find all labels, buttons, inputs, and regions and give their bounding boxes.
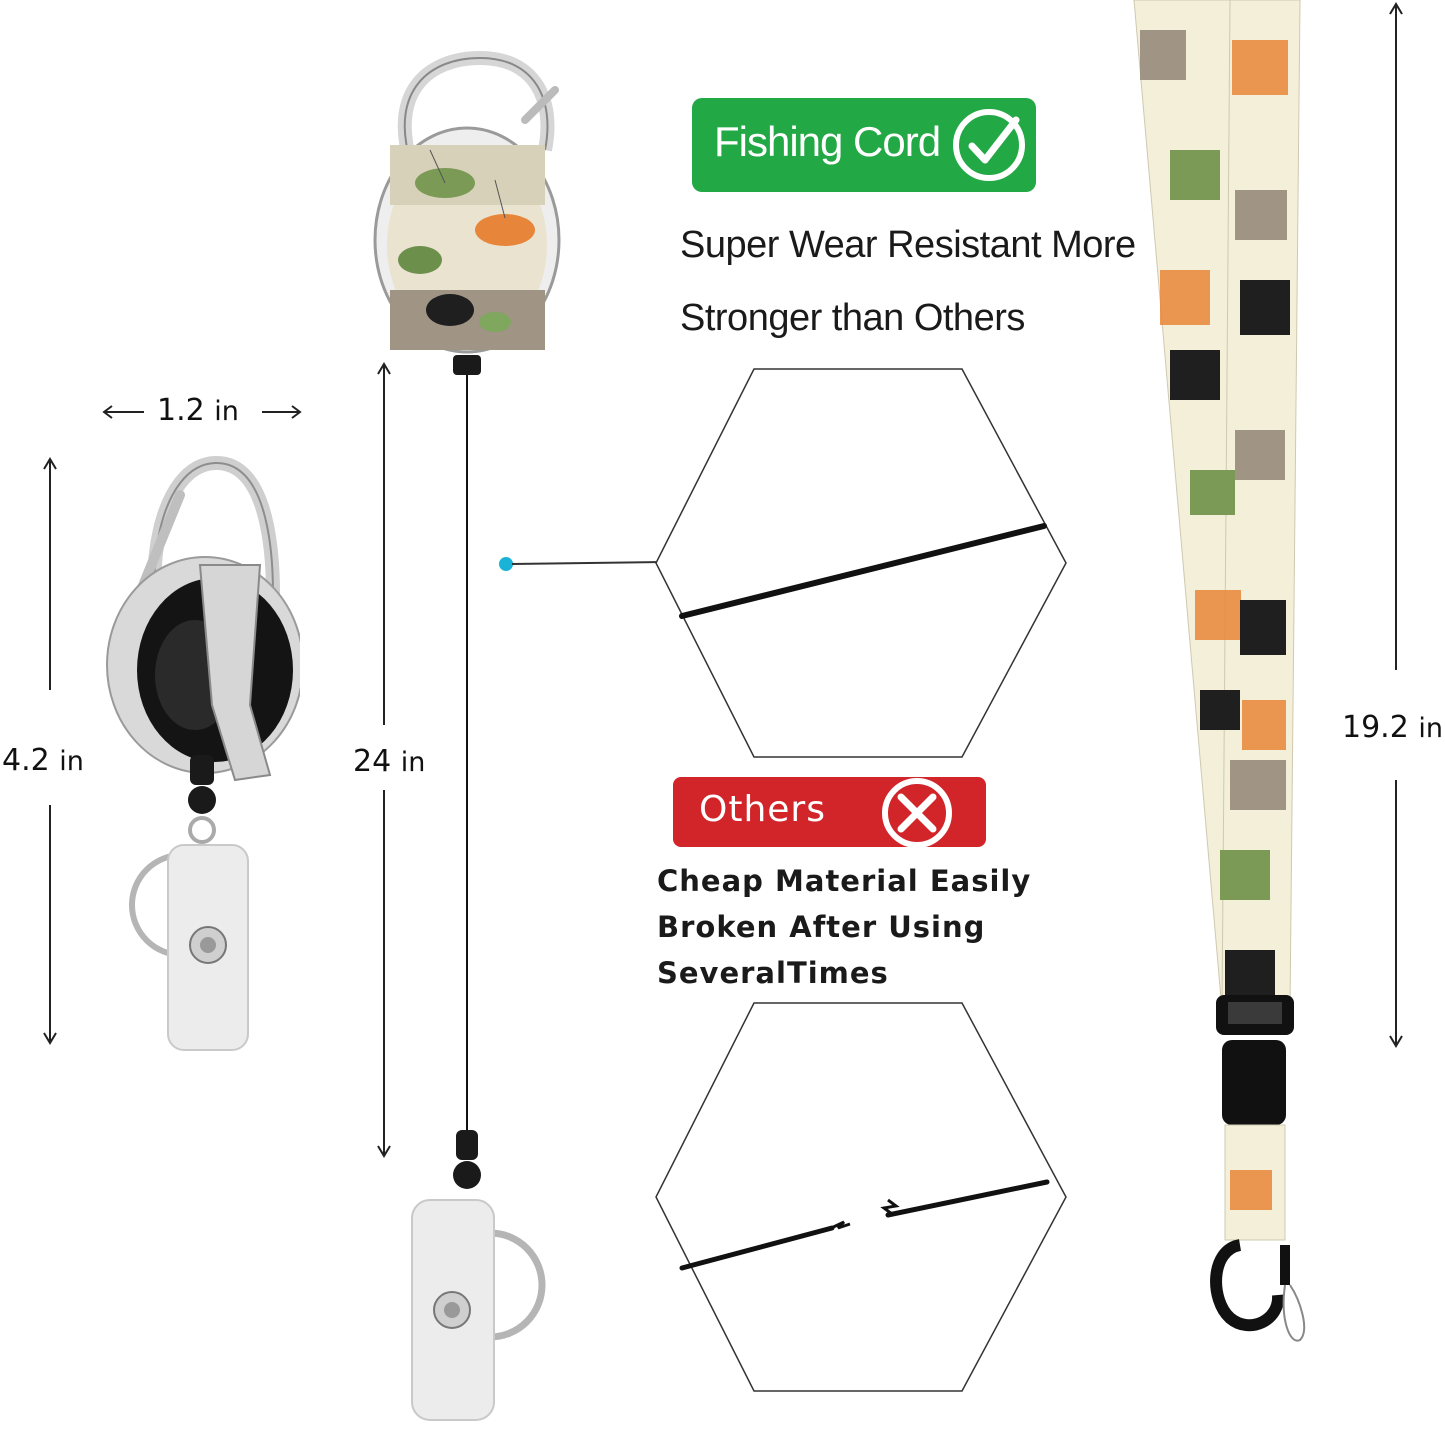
bad-line-3: SeveralTimes (657, 956, 889, 990)
lanyard-length-label: 19.2 in (1342, 710, 1443, 745)
width-label: 1.2 in (157, 393, 239, 428)
good-line-1: Super Wear Resistant More (680, 224, 1136, 266)
fishing-cord-badge-label: Fishing Cord (714, 118, 941, 165)
bad-line-1: Cheap Material Easily (657, 864, 1032, 898)
reel-height-label: 4.2 in (2, 743, 84, 778)
badge-reel-front (373, 50, 561, 1421)
fishing-cord-badge: Fishing Cord (692, 98, 1036, 192)
cord-length-arrow (377, 362, 391, 1158)
others-badge: Others (673, 777, 986, 848)
check-circle-icon (953, 109, 1025, 181)
badge-reel-back (106, 455, 300, 1051)
bad-line-2: Broken After Using (657, 910, 986, 944)
good-line-2: Stronger than Others (680, 297, 1025, 339)
others-cord-hexagon (655, 1002, 1067, 1392)
reel-height-arrow (43, 457, 57, 1045)
lanyard-length-arrow (1389, 2, 1403, 1048)
others-badge-label: Others (699, 789, 826, 830)
x-circle-icon (882, 778, 952, 848)
pointer-line (499, 557, 664, 571)
width-arrow (102, 405, 302, 419)
lanyard (1133, 0, 1306, 1342)
fishing-cord-hexagon (655, 368, 1067, 758)
cord-length-label: 24 in (353, 744, 426, 779)
